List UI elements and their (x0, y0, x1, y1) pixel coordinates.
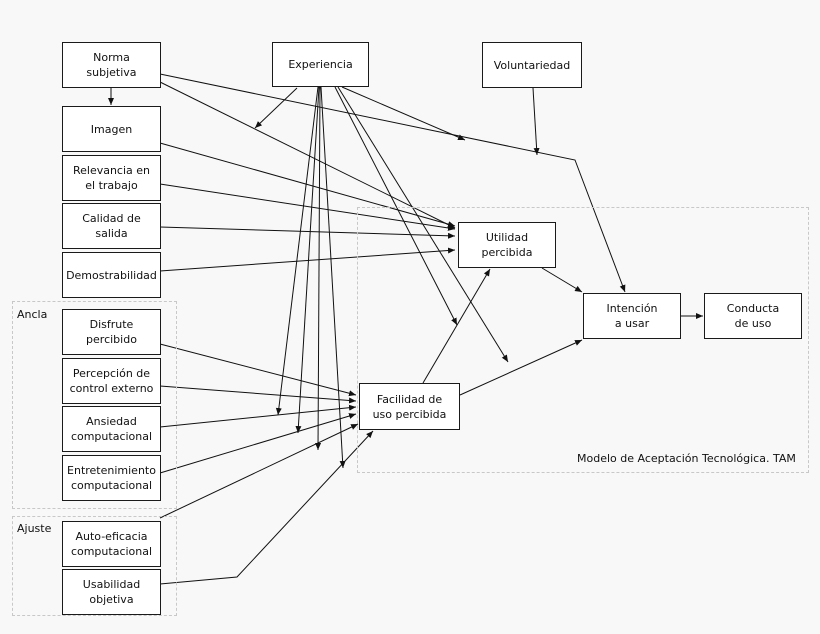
node-voluntariedad: Voluntariedad (482, 42, 582, 88)
node-ansiedad: Ansiedad computacional (62, 406, 161, 452)
edge-autoeficacia-facilidad (159, 423, 359, 519)
edge-facilidad-utilidad (422, 268, 491, 384)
node-facilidad-uso: Facilidad de uso percibida (359, 383, 460, 430)
edge-imagen-utilidad (159, 142, 456, 227)
edge-demostrabilidad-utilidad (159, 247, 456, 272)
node-relevancia: Relevancia en el trabajo (62, 155, 161, 201)
edge-experiencia-norma-intencion (341, 86, 466, 141)
node-imagen: Imagen (62, 106, 161, 152)
group-ancla-label: Ancla (17, 308, 48, 321)
edge-voluntariedad-norma-intencion (532, 87, 540, 156)
edge-disfrute-facilidad (159, 343, 357, 397)
group-tam (357, 207, 809, 473)
edge-relevancia-utilidad (159, 183, 456, 231)
group-ajuste (12, 516, 177, 616)
edge-facilidad-intencion (459, 339, 583, 396)
group-ajuste-label: Ajuste (17, 522, 52, 535)
node-norma-subjetiva: Norma subjetiva (62, 42, 161, 88)
group-ancla (12, 301, 177, 509)
edge-norma-utilidad (159, 81, 456, 229)
edge-ansiedad-facilidad (159, 404, 357, 428)
edge-experiencia-disfrute (275, 86, 319, 416)
node-experiencia: Experiencia (272, 42, 369, 87)
edge-norma-intencion (159, 73, 626, 293)
node-calidad-salida: Calidad de salida (62, 203, 161, 249)
node-usabilidad: Usabilidad objetiva (62, 569, 161, 615)
edge-experiencia-ansiedad (315, 86, 322, 451)
edge-entretenimiento-facilidad (159, 413, 357, 474)
edge-experiencia-utilidad (334, 86, 458, 326)
edge-utilidad-intencion (541, 267, 583, 293)
group-tam-label: Modelo de Aceptación Tecnológica. TAM (577, 452, 796, 465)
node-demostrabilidad: Demostrabilidad (62, 252, 161, 298)
node-intencion-usar: Intención a usar (583, 293, 681, 339)
node-disfrute: Disfrute percibido (62, 309, 161, 355)
edge-experiencia-imagen (254, 87, 298, 129)
node-conducta-uso: Conducta de uso (704, 293, 802, 339)
node-autoeficacia: Auto-eficacia computacional (62, 521, 161, 567)
edge-calidad-utilidad (159, 226, 456, 239)
node-entretenimiento: Entretenimiento computacional (62, 455, 161, 501)
node-percepcion-control: Percepción de control externo (62, 358, 161, 404)
edge-usabilidad-facilidad (159, 430, 374, 585)
node-utilidad-percibida: Utilidad percibida (458, 222, 556, 268)
edge-percepcion-facilidad (159, 385, 357, 404)
edge-experiencia-entretenimiento (320, 86, 346, 469)
